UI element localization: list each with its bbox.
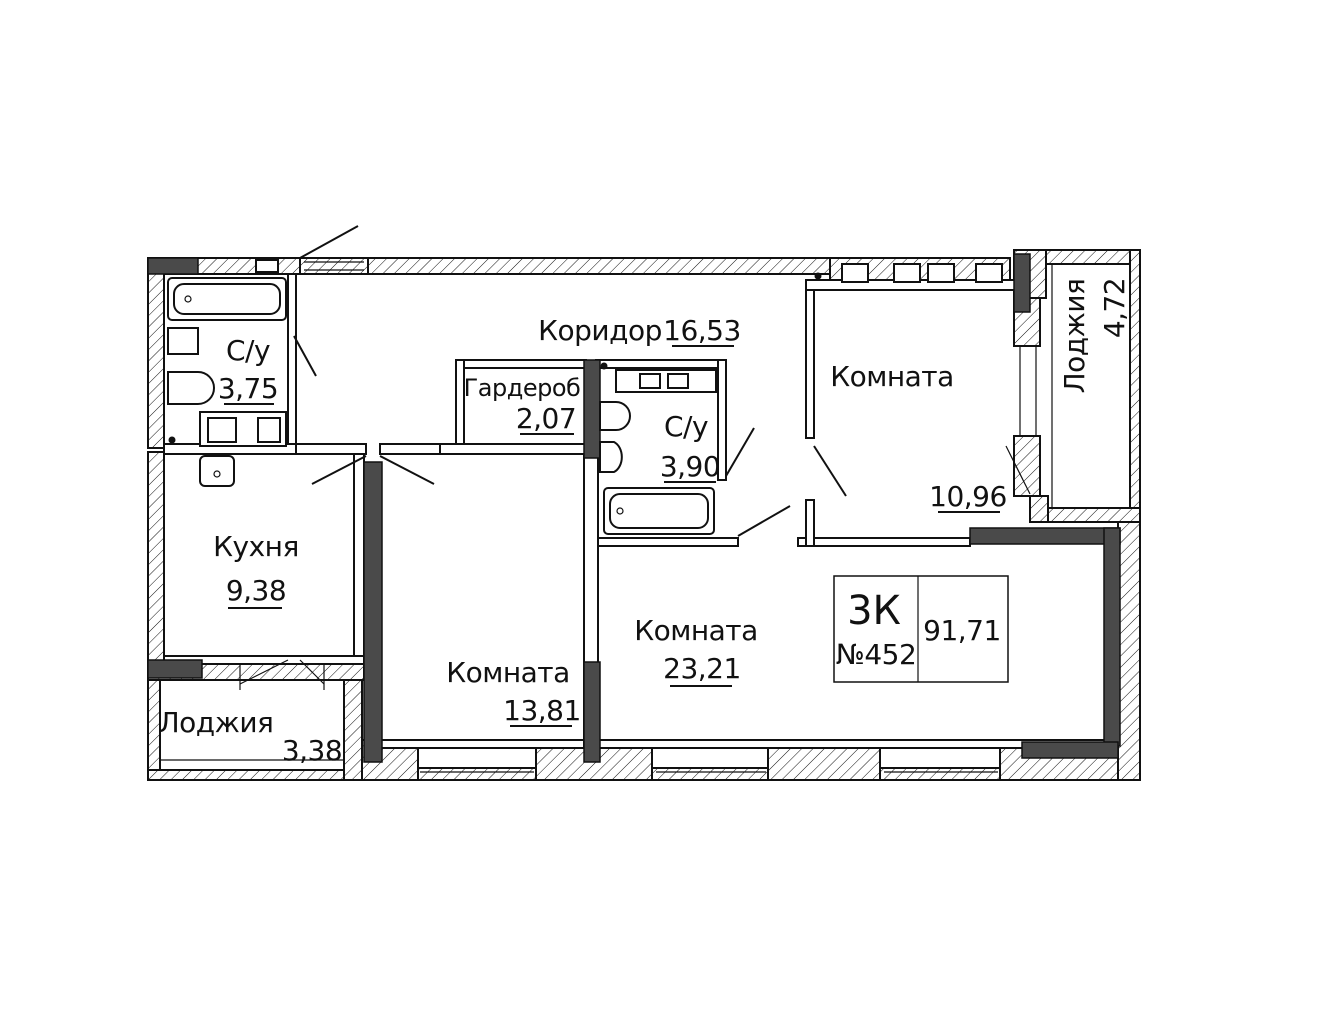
bath2-name: С/у bbox=[664, 410, 708, 443]
windows bbox=[160, 261, 1053, 773]
bath1-area: 3,75 bbox=[218, 372, 278, 405]
label-bath1: С/у 3,75 bbox=[218, 334, 279, 405]
room-center-name: Комната bbox=[446, 656, 570, 689]
loggia-w-name: Лоджия bbox=[159, 706, 274, 739]
corridor-area: 16,53 bbox=[663, 314, 741, 347]
apartment-total-area: 91,71 bbox=[923, 614, 1001, 647]
apartment-number: №452 bbox=[836, 638, 917, 671]
riser-dot bbox=[814, 272, 822, 280]
label-loggia-west: Лоджия 3,38 bbox=[159, 706, 343, 767]
kitchen-name: Кухня bbox=[213, 530, 299, 563]
room-center-area: 13,81 bbox=[503, 694, 581, 727]
label-room-large: Комната 23,21 bbox=[634, 614, 758, 687]
room-large-area: 23,21 bbox=[663, 652, 741, 685]
apartment-info-box: 3К №452 91,71 bbox=[833, 575, 1009, 683]
label-bath2: С/у 3,90 bbox=[660, 410, 721, 483]
kitchen-fixtures bbox=[199, 455, 235, 487]
loggia-e-area: 4,72 bbox=[1098, 278, 1131, 338]
label-room-ne: Комната 10,96 bbox=[830, 360, 1007, 513]
kitchen-area: 9,38 bbox=[226, 574, 286, 607]
label-room-center: Комната 13,81 bbox=[446, 656, 581, 727]
wardrobe-area: 2,07 bbox=[516, 402, 576, 435]
wardrobe-name: Гардероб bbox=[464, 374, 581, 402]
label-wardrobe: Гардероб 2,07 bbox=[464, 374, 581, 435]
bathroom-2-fixtures bbox=[599, 362, 717, 535]
label-corridor: Коридор 16,53 bbox=[538, 314, 741, 347]
room-ne-name: Комната bbox=[830, 360, 954, 393]
apartment-type: 3К bbox=[847, 588, 901, 634]
bathroom-1-fixtures bbox=[167, 259, 287, 447]
bath1-name: С/у bbox=[226, 334, 270, 367]
label-loggia-east: Лоджия 4,72 bbox=[1058, 276, 1131, 393]
columns bbox=[147, 253, 1121, 763]
loggia-e-name: Лоджия bbox=[1058, 279, 1091, 394]
doors bbox=[239, 225, 1031, 690]
label-kitchen: Кухня 9,38 bbox=[213, 530, 299, 609]
corridor-name: Коридор bbox=[538, 314, 662, 347]
loggia-w-area: 3,38 bbox=[282, 734, 342, 767]
room-ne-area: 10,96 bbox=[929, 480, 1007, 513]
room-large-name: Комната bbox=[634, 614, 758, 647]
bath2-area: 3,90 bbox=[660, 450, 720, 483]
